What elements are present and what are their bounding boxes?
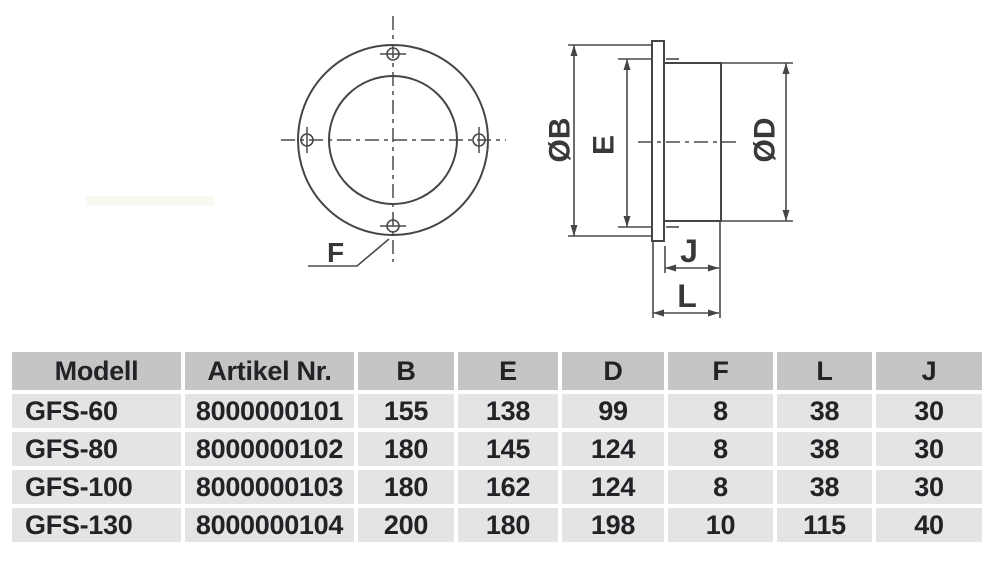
dim-b-label: ØB [544,118,577,163]
hole-leader-line [308,238,390,267]
column-header-j: J [876,352,982,390]
dim-e-arrow-bottom [623,216,631,227]
cell-b: 200 [358,508,454,542]
flange-plate [651,40,665,242]
cell-artikel: 8000000101 [185,394,354,428]
dim-e-label: E [588,135,621,155]
cell-b: 180 [358,470,454,504]
cell-model: GFS-60 [12,394,181,428]
cell-f: 10 [668,508,773,542]
dim-b-arrow-top [570,45,578,56]
cell-d: 99 [562,394,664,428]
dim-j-label: J [680,233,698,269]
dim-l-arrow-left [653,309,664,317]
cell-d: 198 [562,508,664,542]
column-header-l: L [777,352,872,390]
dim-d-label: ØD [749,118,782,163]
column-header-d: D [562,352,664,390]
table-row-gfs-60: GFS-60 8000000101 155 138 99 8 38 30 [12,394,982,428]
dim-j-arrow-left [665,264,676,272]
column-header-artikel-nr: Artikel Nr. [185,352,354,390]
cell-f: 8 [668,394,773,428]
cell-e: 162 [458,470,558,504]
cell-j: 30 [876,432,982,466]
hole-diameter-label: F [327,237,344,268]
column-header-f: F [668,352,773,390]
table-row-gfs-130: GFS-130 8000000104 200 180 198 10 115 40 [12,508,982,542]
cell-e: 145 [458,432,558,466]
dimensions-table: Modell Artikel Nr. B E D F L J GFS-60 80… [12,352,982,546]
cell-j: 40 [876,508,982,542]
table-row-gfs-80: GFS-80 8000000102 180 145 124 8 38 30 [12,432,982,466]
cell-b: 155 [358,394,454,428]
column-header-modell: Modell [12,352,181,390]
dim-j-arrow-right [708,264,719,272]
cell-artikel: 8000000102 [185,432,354,466]
cell-model: GFS-130 [12,508,181,542]
cell-l: 115 [777,508,872,542]
dim-b-arrow-bottom [570,225,578,236]
cell-e: 180 [458,508,558,542]
cell-model: GFS-100 [12,470,181,504]
dim-l-arrow-right [708,309,719,317]
cell-f: 8 [668,470,773,504]
cell-f: 8 [668,432,773,466]
cell-artikel: 8000000103 [185,470,354,504]
column-header-e: E [458,352,558,390]
cell-l: 38 [777,432,872,466]
cell-d: 124 [562,470,664,504]
cell-d: 124 [562,432,664,466]
table-row-gfs-100: GFS-100 8000000103 180 162 124 8 38 30 [12,470,982,504]
cell-e: 138 [458,394,558,428]
cell-l: 38 [777,394,872,428]
cell-j: 30 [876,394,982,428]
table-header-row: Modell Artikel Nr. B E D F L J [12,352,982,390]
cell-model: GFS-80 [12,432,181,466]
scan-smudge [86,196,214,206]
side-view: ØB E ØD J [544,40,793,318]
dim-d-arrow-top [782,63,790,74]
cell-b: 180 [358,432,454,466]
dim-l-label: L [677,278,697,314]
dim-e-arrow-top [623,59,631,70]
front-view: F [281,16,506,268]
duct-body [663,62,722,222]
cell-artikel: 8000000104 [185,508,354,542]
dim-d-arrow-bottom [782,210,790,221]
technical-drawing: F ØB E [281,16,793,318]
column-header-b: B [358,352,454,390]
cell-l: 38 [777,470,872,504]
cell-j: 30 [876,470,982,504]
